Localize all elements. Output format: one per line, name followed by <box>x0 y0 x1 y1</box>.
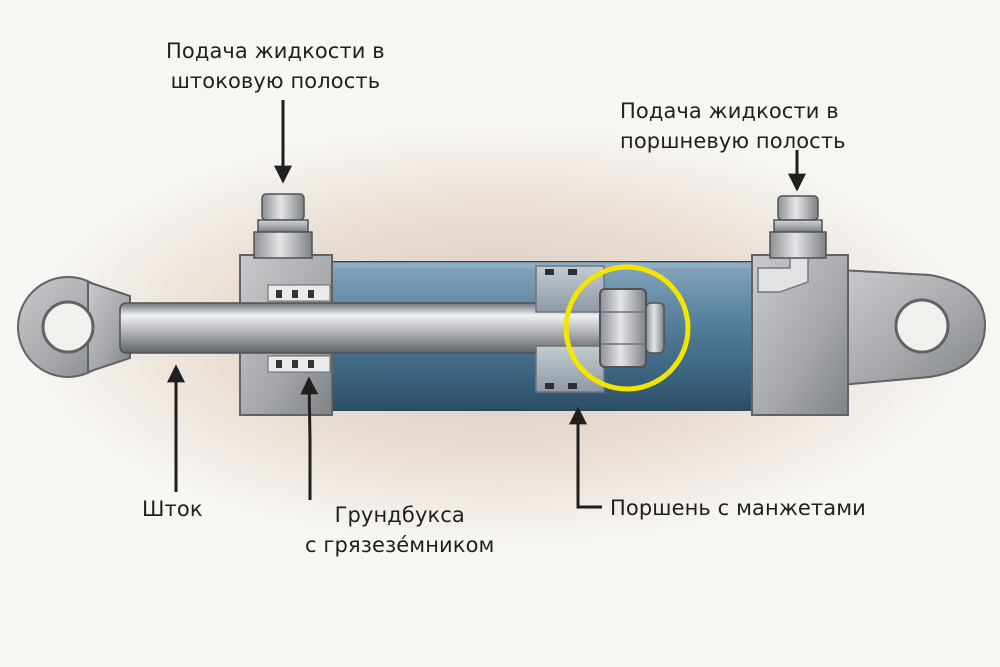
piston-nut <box>599 288 665 368</box>
label-rod-port-line1: Подача жидкости в <box>166 39 385 63</box>
piston-rod <box>119 302 601 354</box>
label-rod: Шток <box>142 497 203 521</box>
label-piston-port-line1: Подача жидкости в <box>620 99 839 123</box>
rod-side-port-fitting <box>253 193 313 259</box>
highlight-circle <box>563 264 691 392</box>
label-rod-port-line2: штоковую полость <box>170 69 381 93</box>
rear-cap <box>751 249 849 416</box>
label-gland-line1: Грундбукса <box>334 503 465 527</box>
label-piston: Поршень с манжетами <box>610 496 866 520</box>
label-rod-port: Подача жидкости в штоковую полость <box>166 36 385 96</box>
label-gland: Грундбукса с грязезе́мником <box>305 500 495 560</box>
piston-arrow <box>569 406 602 509</box>
label-gland-line2: с грязезе́мником <box>305 533 495 557</box>
rod-eye <box>17 276 131 378</box>
piston-side-port-fitting <box>769 195 827 259</box>
label-piston-port: Подача жидкости в поршневую полость <box>620 96 846 156</box>
label-piston-port-line2: поршневую полость <box>620 129 846 153</box>
cap-eye <box>839 268 987 387</box>
gland-arrow <box>300 376 319 500</box>
